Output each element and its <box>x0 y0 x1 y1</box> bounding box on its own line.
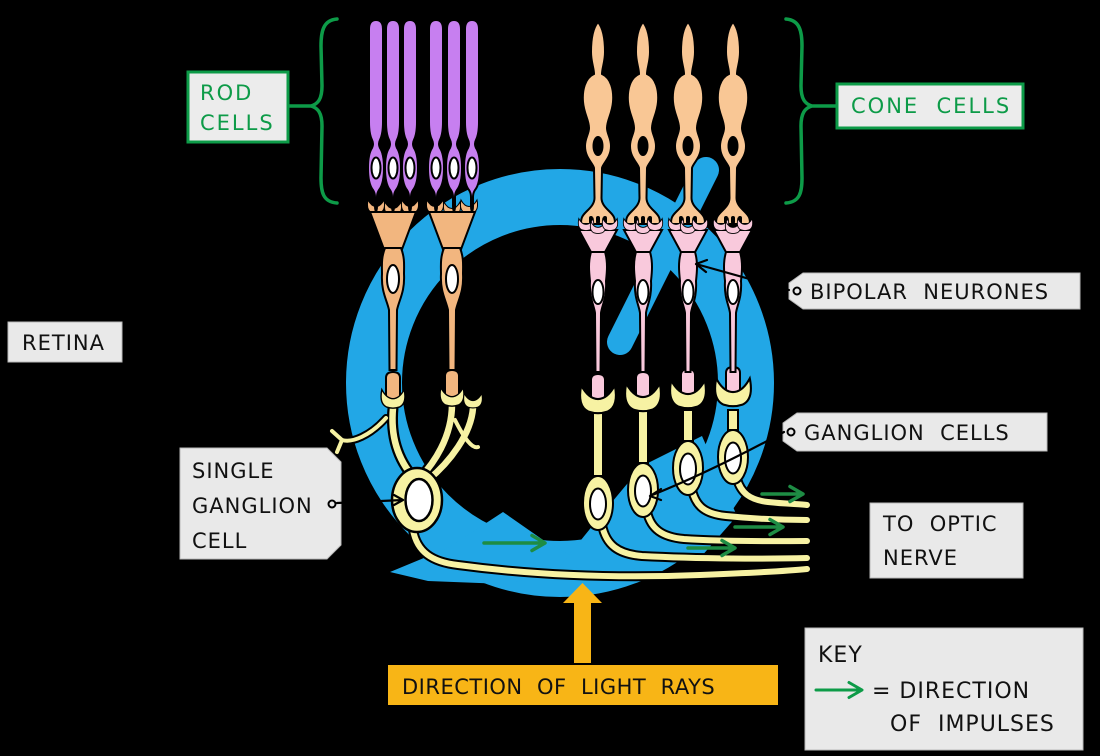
rod-cells-label-line2: CELLS <box>200 111 275 135</box>
to-optic-nerve-line2: NERVE <box>883 546 958 570</box>
single-ganglion-cell-tag: SINGLE GANGLION CELL <box>179 447 342 560</box>
retina-label-text: RETINA <box>22 331 105 355</box>
rod-cells-label-line1: ROD <box>200 81 253 105</box>
pointer-arrows <box>335 258 791 507</box>
ganglion-pointer-arrow <box>648 430 786 502</box>
retina-label: RETINA <box>7 321 123 363</box>
impulse-arrows <box>482 484 805 558</box>
direction-of-light-rays-text: DIRECTION OF LIGHT RAYS <box>402 675 715 699</box>
to-optic-nerve-line1: TO OPTIC <box>882 512 998 536</box>
rod-cells-group <box>367 19 481 212</box>
key-title: KEY <box>818 643 863 668</box>
impulse-arrow <box>482 533 547 553</box>
cone-cell <box>715 21 751 225</box>
rod-cells-label: ROD CELLS <box>186 70 290 144</box>
ganglion-cells-text: GANGLION CELLS <box>804 421 1010 445</box>
bipolar-neurones-tag: BIPOLAR NEURONES <box>788 272 1081 310</box>
ganglion-cells-group <box>582 409 749 531</box>
to-optic-nerve-label: TO OPTIC NERVE <box>869 502 1024 579</box>
single-ganglion-line3: CELL <box>192 529 247 553</box>
axon-fibres <box>408 474 812 582</box>
cone-cells-label-text: CONE CELLS <box>851 94 1011 118</box>
tag-hole <box>792 286 802 296</box>
single-ganglion-cell-nucleus <box>404 477 434 523</box>
single-ganglion-line1: SINGLE <box>192 459 274 483</box>
ganglion-cells-tag: GANGLION CELLS <box>782 412 1048 452</box>
key-impulse-arrow-icon <box>814 681 864 699</box>
cone-cells-brace <box>784 17 838 205</box>
key-definition-line2: OF IMPULSES <box>890 712 1055 737</box>
single-ganglion-line2: GANGLION <box>192 494 313 518</box>
key-legend: KEY = DIRECTION OF IMPULSES <box>804 627 1084 751</box>
direction-of-light-rays-banner: DIRECTION OF LIGHT RAYS <box>388 665 778 705</box>
impulse-arrow <box>733 517 785 537</box>
rod-cells-brace <box>287 17 339 205</box>
tag-hole <box>786 427 796 437</box>
tag-hole <box>327 499 337 509</box>
light-direction-arrow <box>563 583 602 663</box>
key-definition-line1: = DIRECTION <box>872 679 1030 704</box>
impulse-arrow <box>760 484 805 504</box>
bipolar-pointer-arrow <box>694 258 791 292</box>
impulse-arrow <box>686 538 737 558</box>
bipolar-neurones-text: BIPOLAR NEURONES <box>810 280 1049 304</box>
single-ganglion-pointer-arrow <box>335 493 405 507</box>
cone-cells-label: CONE CELLS <box>835 82 1025 130</box>
